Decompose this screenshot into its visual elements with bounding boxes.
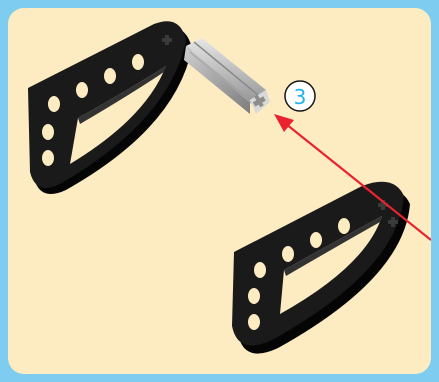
- step-callout-number: 3: [294, 85, 307, 109]
- step-callout: 3: [285, 81, 315, 111]
- assembly-scene: 3: [8, 8, 431, 374]
- instruction-panel: 3: [8, 8, 431, 374]
